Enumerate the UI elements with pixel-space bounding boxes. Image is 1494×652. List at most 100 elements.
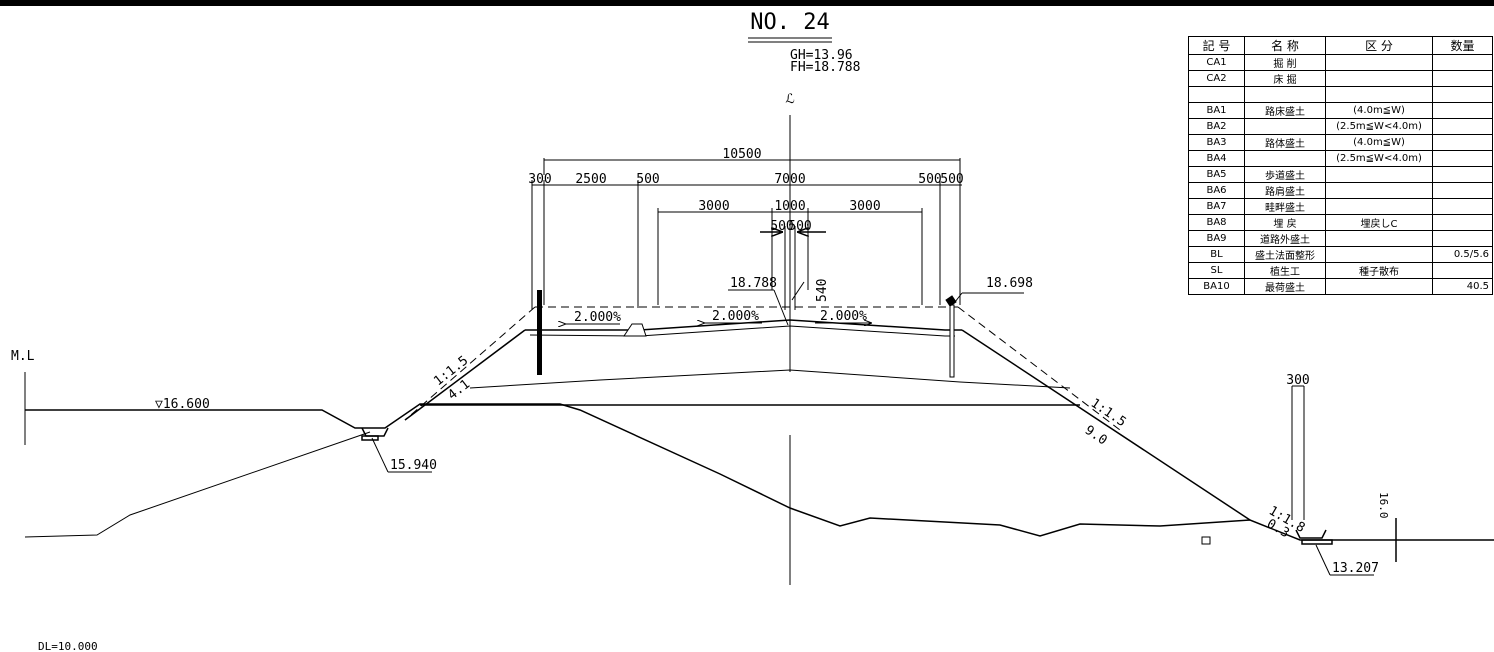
cell-name: 道路外盛土 <box>1244 230 1326 247</box>
dim-3000-right: 3000 <box>849 199 880 214</box>
cell-class <box>1325 246 1433 263</box>
table-row: BA4 (2.5m≦W<4.0m) <box>1188 150 1493 167</box>
dim-7000: 7000 <box>774 172 805 187</box>
cell-name: 最荷盛土 <box>1244 278 1326 295</box>
cell-code: BA7 <box>1188 198 1245 215</box>
cell-name: 床 掘 <box>1244 70 1326 87</box>
ml-label: M.L <box>11 349 35 364</box>
cell-name: 埋 戻 <box>1244 214 1326 231</box>
cell-qty <box>1432 150 1493 167</box>
header-code: 記 号 <box>1188 36 1245 55</box>
right-slope-dashed <box>957 306 1121 431</box>
table-header-row: 記 号 名 称 区 分 数量 <box>1188 36 1493 55</box>
cell-qty <box>1432 118 1493 135</box>
header-name: 名 称 <box>1244 36 1326 55</box>
cell-name <box>1244 150 1326 167</box>
cell-class: 埋戻しC <box>1325 214 1433 231</box>
cell-name: 掘 削 <box>1244 54 1326 71</box>
dimension-lines <box>531 158 962 310</box>
cell-name <box>1244 86 1326 103</box>
cell-class <box>1325 182 1433 199</box>
cell-qty: 0.5/5.6 <box>1432 246 1493 263</box>
cell-name: 路肩盛土 <box>1244 182 1326 199</box>
cell-qty: 40.5 <box>1432 278 1493 295</box>
water-level-label: ▽16.600 <box>155 397 210 412</box>
cell-qty <box>1432 134 1493 151</box>
dim-500-left: 500 <box>636 172 659 187</box>
cross-slope-center-right: 2.000% <box>820 309 867 324</box>
cross-slope-left: 2.000% <box>574 310 621 325</box>
centerline-symbol: ℒ <box>785 92 794 107</box>
cell-name: 盛土法面整形 <box>1244 246 1326 263</box>
cell-code: BA4 <box>1188 150 1245 167</box>
cell-class <box>1325 198 1433 215</box>
cell-name: 路床盛土 <box>1244 102 1326 119</box>
right-slope-length: 9.0 <box>1082 423 1110 449</box>
cell-class <box>1325 70 1433 87</box>
cell-class: (2.5m≦W<4.0m) <box>1325 150 1433 167</box>
left-ditch <box>361 427 389 441</box>
dim-3000-left: 3000 <box>698 199 729 214</box>
cell-class: 種子散布 <box>1325 262 1433 279</box>
elev-right: 18.698 <box>986 276 1033 291</box>
cell-qty <box>1432 230 1493 247</box>
dim-500-right: 500 <box>918 172 941 187</box>
cell-code <box>1188 86 1245 103</box>
cell-class <box>1325 86 1433 103</box>
dim-1000: 1000 <box>774 199 805 214</box>
cell-class <box>1325 166 1433 183</box>
small-marker-box <box>1201 536 1211 545</box>
dim-500-right2: 500 <box>940 172 963 187</box>
cell-class: (4.0m≦W) <box>1325 102 1433 119</box>
header-class: 区 分 <box>1325 36 1433 55</box>
cell-name: 植生工 <box>1244 262 1326 279</box>
cell-qty <box>1432 86 1493 103</box>
road-section <box>404 290 1251 521</box>
dim-total: 10500 <box>722 147 761 162</box>
cell-code: BA6 <box>1188 182 1245 199</box>
left-slope-dashed <box>404 306 536 421</box>
cell-qty <box>1432 198 1493 215</box>
dim-2500: 2500 <box>575 172 606 187</box>
cell-name <box>1244 118 1326 135</box>
fh-label: FH=18.788 <box>790 60 860 75</box>
section-title: NO. 24 <box>750 10 829 35</box>
datum-label: DL=10.000 <box>38 640 98 652</box>
cell-qty <box>1432 262 1493 279</box>
right-ditch <box>1295 529 1333 545</box>
cell-code: CA2 <box>1188 70 1245 87</box>
table-row <box>1188 86 1493 103</box>
cell-qty <box>1432 102 1493 119</box>
dim-500-c1: 500 <box>770 219 793 234</box>
top-border <box>0 0 1494 6</box>
cross-slope-center-left: 2.000% <box>712 309 759 324</box>
existing-ground <box>24 403 1494 541</box>
cell-qty <box>1432 70 1493 87</box>
dim-540: 540 <box>815 279 830 302</box>
cell-qty <box>1432 182 1493 199</box>
cell-qty <box>1432 166 1493 183</box>
dim-300: 300 <box>528 172 551 187</box>
dim-300-right: 300 <box>1286 373 1309 388</box>
cell-code: BA9 <box>1188 230 1245 247</box>
cell-code: BA3 <box>1188 134 1245 151</box>
cell-class <box>1325 278 1433 295</box>
cell-class <box>1325 230 1433 247</box>
dim-500-c2: 500 <box>788 219 811 234</box>
elev-center: 18.788 <box>730 276 777 291</box>
cell-qty <box>1432 214 1493 231</box>
cell-code: BA10 <box>1188 278 1245 295</box>
cell-qty <box>1432 54 1493 71</box>
